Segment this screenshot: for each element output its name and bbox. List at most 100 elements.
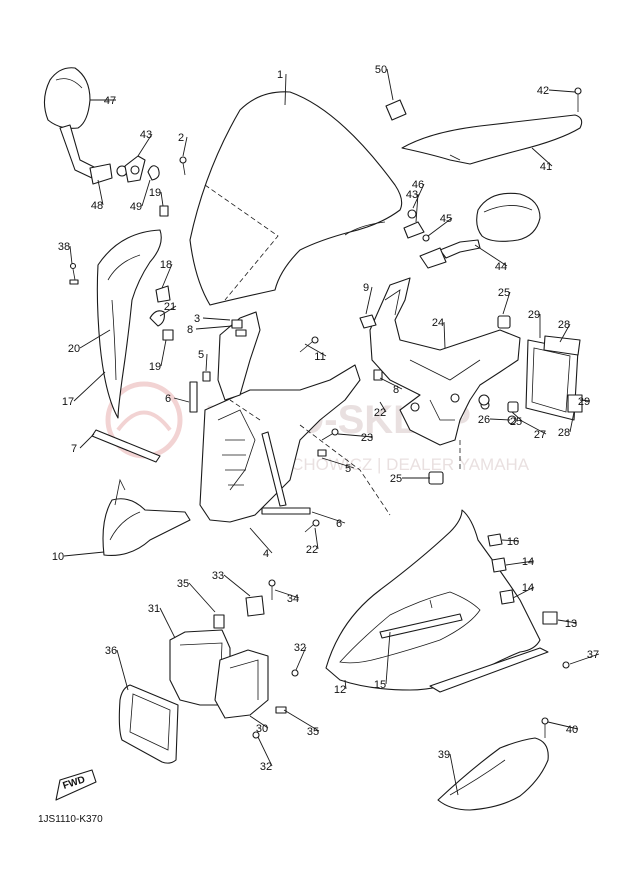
watermark-sub: WOJCIECHOWICZ | DEALER YAMAHA bbox=[225, 455, 530, 474]
callout-leader bbox=[385, 631, 391, 685]
callout-number: 43 bbox=[406, 189, 418, 201]
callout-number: 2 bbox=[178, 132, 184, 144]
callout-number: 29 bbox=[578, 396, 590, 408]
part-1-windscreen bbox=[189, 91, 403, 306]
callout-number: 4 bbox=[263, 548, 269, 560]
callout-number: 48 bbox=[91, 200, 103, 212]
callout-leader bbox=[249, 527, 273, 554]
callout-leader bbox=[501, 539, 520, 542]
callout-leader bbox=[379, 401, 387, 413]
part-20-side-panel bbox=[96, 229, 162, 419]
callout-leader bbox=[489, 418, 511, 421]
callout-leader bbox=[295, 646, 307, 671]
callout-leader bbox=[548, 89, 576, 93]
callout-number: 31 bbox=[148, 603, 160, 615]
callout-number: 27 bbox=[534, 429, 546, 441]
part-41-top-cover bbox=[401, 114, 583, 165]
callouts-layer: 1234556678891011121314141516171819192021… bbox=[52, 64, 599, 773]
part-44-right-mirror bbox=[419, 192, 541, 269]
leaders-layer bbox=[63, 68, 600, 796]
callout-leader bbox=[257, 736, 273, 767]
part-47-left-mirror bbox=[43, 67, 128, 185]
callout-number: 5 bbox=[198, 349, 204, 361]
part-13-14-16-clips bbox=[487, 533, 558, 625]
callout-leader bbox=[569, 653, 600, 665]
part-15-strip bbox=[379, 613, 463, 639]
callout-leader bbox=[202, 317, 231, 321]
callout-number: 30 bbox=[256, 723, 268, 735]
callout-leader bbox=[159, 305, 177, 317]
part-29-box bbox=[525, 335, 583, 421]
callout-leader bbox=[531, 147, 553, 167]
callout-number: 40 bbox=[566, 724, 578, 736]
callout-leader bbox=[97, 179, 104, 206]
callout-leader bbox=[427, 217, 453, 237]
callout-number: 12 bbox=[334, 684, 346, 696]
callout-number: 35 bbox=[307, 726, 319, 738]
callout-number: 7 bbox=[71, 443, 77, 455]
part-39-under-cover bbox=[437, 737, 549, 811]
callout-number: 20 bbox=[68, 343, 80, 355]
callout-leader bbox=[116, 649, 129, 691]
callout-number: 44 bbox=[495, 261, 507, 273]
callout-number: 25 bbox=[510, 416, 522, 428]
part-32-35-bolts bbox=[252, 669, 299, 739]
callout-leader bbox=[182, 136, 188, 157]
part-lower-trim bbox=[429, 647, 570, 693]
callout-number: 24 bbox=[432, 317, 444, 329]
callout-leader bbox=[173, 397, 190, 403]
callout-number: 21 bbox=[164, 301, 176, 313]
callout-number: 43 bbox=[140, 129, 152, 141]
callout-number: 8 bbox=[187, 324, 193, 336]
callout-leader bbox=[274, 589, 300, 599]
callout-number: 28 bbox=[558, 427, 570, 439]
callout-number: 45 bbox=[440, 213, 452, 225]
callout-number: 26 bbox=[478, 414, 490, 426]
callout-leader bbox=[63, 551, 105, 557]
callout-leader bbox=[505, 560, 535, 566]
callout-number: 10 bbox=[52, 551, 64, 563]
callout-number: 36 bbox=[105, 645, 117, 657]
callout-number: 14 bbox=[522, 556, 534, 568]
callout-number: 6 bbox=[165, 393, 171, 405]
callout-leader bbox=[365, 286, 373, 315]
callout-leader bbox=[547, 721, 579, 730]
callout-number: 5 bbox=[345, 463, 351, 475]
callout-number: 32 bbox=[294, 642, 306, 654]
part-2-screw bbox=[179, 156, 187, 176]
callout-leader bbox=[321, 457, 355, 469]
callout-leader bbox=[502, 291, 511, 315]
part-10-cover bbox=[102, 478, 191, 556]
part-6-rods bbox=[189, 381, 311, 515]
callout-number: 16 bbox=[507, 536, 519, 548]
callout-leader bbox=[249, 715, 269, 729]
callout-leader bbox=[344, 679, 347, 690]
callout-leader bbox=[304, 343, 327, 357]
callout-number: 35 bbox=[177, 578, 189, 590]
part-4-inner-cover bbox=[199, 311, 391, 523]
part-36-frame bbox=[118, 684, 179, 764]
callout-number: 37 bbox=[587, 649, 599, 661]
callout-leader bbox=[137, 133, 153, 157]
callout-number: 39 bbox=[438, 749, 450, 761]
callout-leader bbox=[160, 191, 164, 207]
callout-number: 17 bbox=[62, 396, 74, 408]
callout-number: 33 bbox=[212, 570, 224, 582]
callout-leader bbox=[557, 619, 578, 624]
callout-leader bbox=[79, 433, 95, 449]
fwd-arrow-icon: FWD bbox=[55, 769, 97, 801]
callout-leader bbox=[160, 339, 167, 367]
part-30-duct bbox=[214, 649, 269, 719]
part-43-45-46-right bbox=[403, 209, 430, 242]
callout-number: 28 bbox=[558, 319, 570, 331]
part-25-grommets bbox=[428, 315, 519, 485]
callout-leader bbox=[314, 527, 319, 550]
part-40-screw bbox=[541, 717, 549, 738]
callout-leader bbox=[579, 399, 591, 402]
callout-number: 46 bbox=[412, 179, 424, 191]
callout-number: 25 bbox=[498, 287, 510, 299]
callout-leader bbox=[512, 586, 535, 599]
callout-leader bbox=[283, 709, 320, 732]
part-31-duct bbox=[169, 614, 231, 706]
